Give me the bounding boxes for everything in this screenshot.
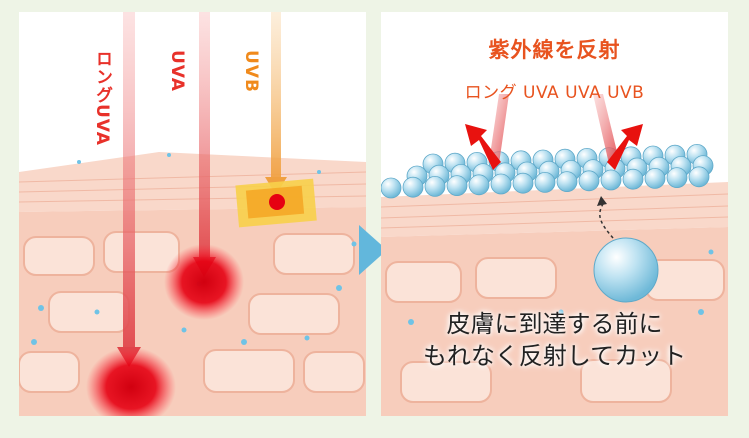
reflecting-particle xyxy=(600,169,622,191)
skin-cell xyxy=(303,351,365,393)
reflecting-particle xyxy=(402,176,424,198)
caption-line-2: もれなく反射してカット xyxy=(422,342,687,370)
next-arrow-icon xyxy=(359,225,387,275)
uva-label: UVA xyxy=(167,50,187,92)
reflecting-particle xyxy=(490,173,512,195)
long-uva-damage-spot xyxy=(86,347,176,416)
reflecting-particle xyxy=(424,175,446,197)
uv-incoming-ray xyxy=(593,94,619,164)
skin-cell xyxy=(203,349,295,393)
uvb-label: UVB xyxy=(241,50,261,93)
skin-cross-section-left xyxy=(19,12,366,416)
reflecting-particle xyxy=(512,172,534,194)
skin-cell xyxy=(48,291,130,333)
reflecting-particle xyxy=(534,171,556,193)
right-panel-uv-reflection: 紫外線を反射 ロング UVA UVA UVB 皮膚に到達する前に もれなく反射し… xyxy=(381,12,728,416)
skin-cell xyxy=(248,293,340,335)
panel-title: 紫外線を反射 xyxy=(488,38,621,62)
reflecting-particle xyxy=(556,171,578,193)
caption-line-1: 皮膚に到達する前に xyxy=(446,310,663,338)
reflecting-particle xyxy=(446,175,468,197)
skin-cell xyxy=(103,231,180,273)
reflecting-particle xyxy=(578,170,600,192)
uva-damage-spot xyxy=(164,244,244,320)
skin-cell xyxy=(273,233,355,275)
reflecting-particle xyxy=(666,167,688,189)
skin-cross-section-right xyxy=(381,94,728,416)
reflect-arrow-right-icon xyxy=(607,124,643,170)
reflecting-particle xyxy=(622,168,644,190)
enlarged-particle xyxy=(593,237,659,303)
uvb-ray xyxy=(271,12,281,182)
long-uva-incoming-ray xyxy=(489,94,509,164)
skin-cell xyxy=(19,351,80,393)
reflecting-particle xyxy=(468,174,490,196)
rays-label: ロング UVA UVA UVB xyxy=(464,83,645,103)
left-panel-skin-damage: ロングUVA UVA UVB xyxy=(19,12,366,416)
pointer-arrowhead-icon xyxy=(597,196,607,206)
reflecting-particle xyxy=(688,166,710,188)
reflecting-particle xyxy=(381,177,402,199)
long-uva-label: ロングUVA xyxy=(92,50,112,146)
uvb-damage-spot xyxy=(235,178,317,228)
long-uva-ray xyxy=(123,12,135,352)
reflect-arrow-left-icon xyxy=(465,124,501,170)
uv-reflecting-particle-layer xyxy=(381,143,714,199)
skin-cell xyxy=(23,236,95,276)
uva-ray xyxy=(199,12,210,262)
reflecting-particle xyxy=(644,167,666,189)
